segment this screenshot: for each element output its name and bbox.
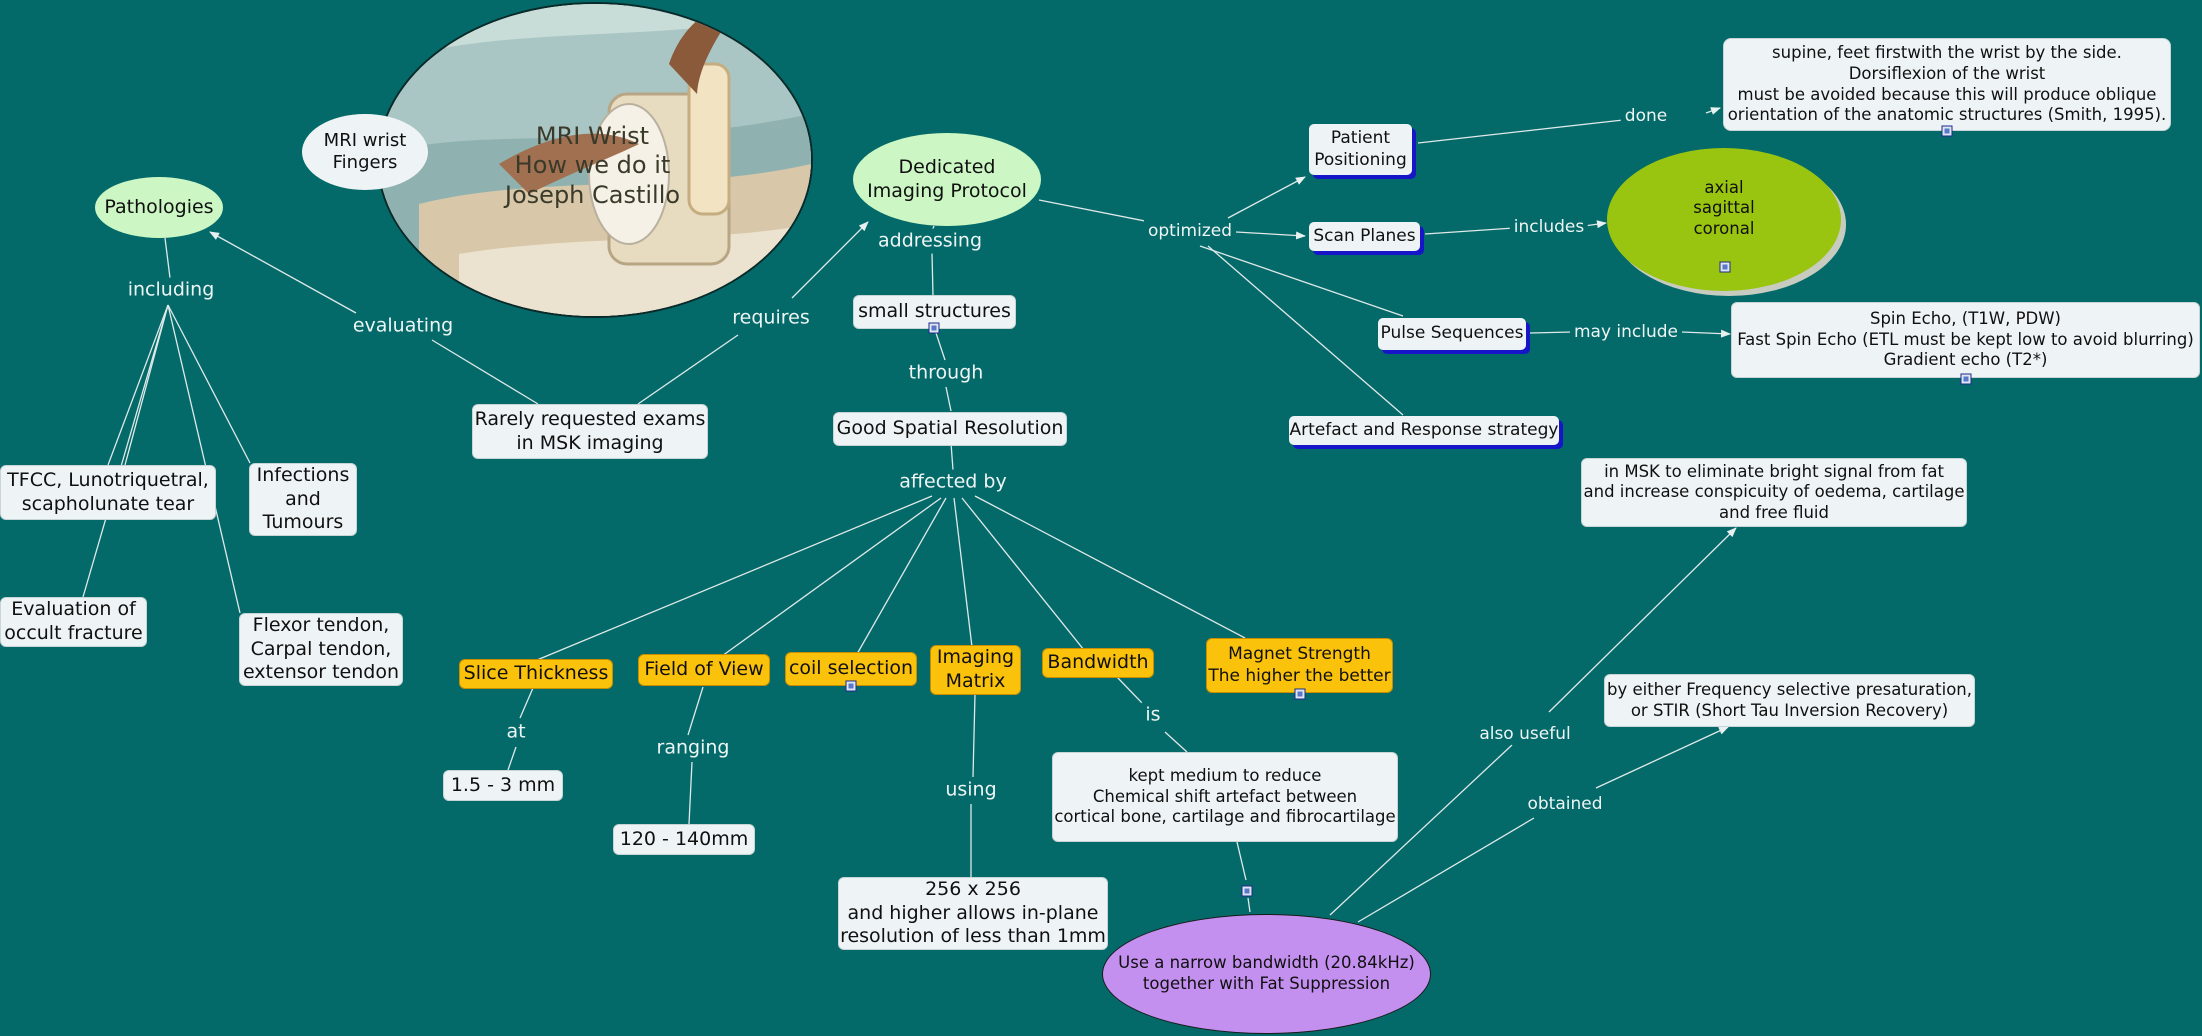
slice-range-value[interactable]: 1.5 - 3 mm xyxy=(443,770,563,801)
pathologies-node[interactable]: Pathologies xyxy=(95,177,223,238)
artefact-strategy-node[interactable]: Artefact and Response strategy xyxy=(1289,416,1559,445)
image-icon[interactable] xyxy=(1719,261,1731,273)
label-evaluating: evaluating xyxy=(348,313,458,339)
label-including: including xyxy=(123,277,219,303)
factor-slice-thickness[interactable]: Slice Thickness xyxy=(459,659,613,689)
image-icon[interactable] xyxy=(1941,125,1953,137)
label-optimized: optimized xyxy=(1143,219,1237,243)
matrix-note[interactable]: 256 x 256 and higher allows in-plane res… xyxy=(838,877,1108,950)
map-title: MRI Wrist How we do it Joseph Castillo xyxy=(504,122,681,209)
wrist-scan-photo xyxy=(377,2,813,318)
label-is: is xyxy=(1141,702,1165,728)
pulse-sequences-list[interactable]: Spin Echo, (T1W, PDW) Fast Spin Echo (ET… xyxy=(1731,302,2200,378)
label-requires: requires xyxy=(728,305,814,331)
image-icon[interactable] xyxy=(845,680,857,692)
pathology-evaluation[interactable]: Evaluation of occult fracture xyxy=(0,597,147,647)
factor-imaging-matrix[interactable]: Imaging Matrix xyxy=(930,645,1021,695)
fat-suppression-note[interactable]: in MSK to eliminate bright signal from f… xyxy=(1581,458,1967,527)
patient-positioning-node[interactable]: Patient Positioning xyxy=(1309,124,1412,175)
label-ranging: ranging xyxy=(652,735,734,761)
label-may-include: may include xyxy=(1569,320,1683,344)
factor-magnet-strength[interactable]: Magnet Strength The higher the better xyxy=(1206,638,1393,693)
pathology-infections[interactable]: Infections and Tumours xyxy=(249,463,357,536)
mri-wrist-fingers-node[interactable]: MRI wrist Fingers xyxy=(302,114,428,190)
image-icon[interactable] xyxy=(1241,885,1253,897)
label-addressing: addressing xyxy=(873,228,987,254)
scan-planes-node[interactable]: Scan Planes xyxy=(1309,222,1420,251)
label-done: done xyxy=(1620,104,1672,128)
patient-photo-illustration xyxy=(379,4,811,316)
positioning-note[interactable]: supine, feet firstwith the wrist by the … xyxy=(1723,38,2171,131)
label-using: using xyxy=(941,777,1001,803)
factor-bandwidth[interactable]: Bandwidth xyxy=(1042,648,1154,678)
pathology-flexor[interactable]: Flexor tendon, Carpal tendon, extensor t… xyxy=(239,613,403,686)
label-affected-by: affected by xyxy=(895,469,1011,495)
label-includes: includes xyxy=(1509,215,1589,239)
fov-range-value[interactable]: 120 - 140mm xyxy=(613,824,755,855)
label-also-useful: also useful xyxy=(1475,722,1575,746)
narrow-bandwidth-node[interactable]: Use a narrow bandwidth (20.84kHz) togeth… xyxy=(1102,914,1431,1034)
good-spatial-resolution-node[interactable]: Good Spatial Resolution xyxy=(833,412,1067,446)
factor-coil-selection[interactable]: coil selection xyxy=(785,652,917,686)
image-icon[interactable] xyxy=(1960,373,1972,385)
presaturation-note[interactable]: by either Frequency selective presaturat… xyxy=(1604,674,1975,727)
pathology-tfcc[interactable]: TFCC, Lunotriquetral, scapholunate tear xyxy=(0,465,216,520)
pulse-sequences-node[interactable]: Pulse Sequences xyxy=(1378,318,1526,350)
dedicated-protocol-node[interactable]: Dedicated Imaging Protocol xyxy=(853,133,1041,226)
label-through: through xyxy=(904,360,988,386)
label-at: at xyxy=(502,719,530,745)
label-obtained: obtained xyxy=(1523,792,1607,816)
rarely-requested-node[interactable]: Rarely requested exams in MSK imaging xyxy=(472,404,708,459)
bandwidth-note[interactable]: kept medium to reduce Chemical shift art… xyxy=(1052,752,1398,842)
factor-field-of-view[interactable]: Field of View xyxy=(638,654,770,686)
image-icon[interactable] xyxy=(928,322,940,334)
image-icon[interactable] xyxy=(1294,688,1306,700)
